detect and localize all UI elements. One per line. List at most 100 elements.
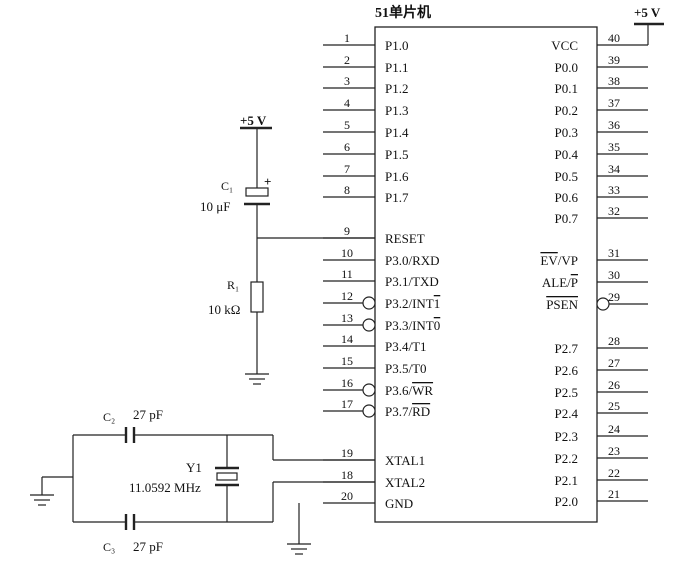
- pin-label: P2.0: [555, 494, 578, 509]
- inversion-bubble: [362, 383, 376, 397]
- pin-label: P3.5/T0: [385, 361, 427, 376]
- pin-number: 28: [608, 334, 620, 348]
- pin-label: P3.4/T1: [385, 339, 427, 354]
- capacitor-c2-value: 27 pF: [133, 407, 163, 422]
- pin-number: 31: [608, 246, 620, 260]
- pin-label: P2.7: [555, 341, 579, 356]
- capacitor-c1-ref: C₁: [221, 179, 233, 193]
- pin-number: 22: [608, 466, 620, 480]
- pin-label: P0.5: [555, 169, 578, 184]
- pin-label: P2.6: [555, 363, 579, 378]
- pin-number: 12: [341, 289, 353, 303]
- pin-label: P1.5: [385, 147, 408, 162]
- pin-number: 25: [608, 399, 620, 413]
- pin-label: P1.0: [385, 38, 408, 53]
- pin-number: 16: [341, 376, 353, 390]
- pin-label: P2.1: [555, 473, 578, 488]
- pin-label: P0.6: [555, 190, 579, 205]
- resistor-r1-ref: R₁: [227, 278, 239, 292]
- pin-number: 19: [341, 446, 353, 460]
- pin-label: P3.1/TXD: [385, 274, 439, 289]
- pin-label: P3.3/INT0: [385, 318, 440, 333]
- gnd-pin-wiring: [287, 503, 311, 555]
- pin-label: P0.2: [555, 103, 578, 118]
- pin-number: 29: [608, 290, 620, 304]
- pin-label: P1.7: [385, 190, 409, 205]
- reset-circuit: +5 V + C₁ 10 μF R₁ 10 kΩ: [200, 113, 375, 385]
- pin-number: 32: [608, 204, 620, 218]
- pin-label: GND: [385, 496, 413, 511]
- pin-label: P0.0: [555, 60, 578, 75]
- pin-number: 9: [344, 224, 350, 238]
- pin-number: 17: [341, 397, 353, 411]
- pin-number: 40: [608, 31, 620, 45]
- pin-number: 6: [344, 140, 350, 154]
- crystal-y1-ref: Y1: [186, 460, 202, 475]
- pin-number: 10: [341, 246, 353, 260]
- pin-number: 13: [341, 311, 353, 325]
- pin-label: P1.1: [385, 60, 408, 75]
- pin-label: VCC: [551, 38, 578, 53]
- pin-number: 33: [608, 183, 620, 197]
- inversion-bubble: [362, 404, 376, 418]
- pin-number: 11: [341, 267, 353, 281]
- pin-number: 15: [341, 354, 353, 368]
- inversion-bubble: [362, 318, 376, 332]
- pin-number: 36: [608, 118, 620, 132]
- pin-number: 24: [608, 422, 620, 436]
- pin-label: XTAL1: [385, 453, 425, 468]
- pin-label: P2.4: [555, 406, 579, 421]
- pin-number: 3: [344, 74, 350, 88]
- crystal-y1-value: 11.0592 MHz: [129, 480, 201, 495]
- inversion-bubble: [362, 296, 376, 310]
- pin-number: 5: [344, 118, 350, 132]
- capacitor-c1-value: 10 μF: [200, 199, 230, 214]
- inversion-bubble: [596, 297, 610, 311]
- pin-number: 35: [608, 140, 620, 154]
- pin-number: 7: [344, 162, 350, 176]
- chip-title: 51单片机: [375, 4, 431, 21]
- pin-number: 2: [344, 53, 350, 67]
- vcc-supply-symbol: +5 V: [634, 5, 664, 45]
- pin-number: 18: [341, 468, 353, 482]
- oscillator-circuit: C₂ 27 pF C₃ 27 pF Y1 11.0592 MHz: [30, 407, 375, 554]
- pin-label: PSEN: [546, 297, 578, 312]
- pin-label: P1.3: [385, 103, 408, 118]
- capacitor-c3-ref: C₃: [103, 540, 115, 554]
- pin-number: 30: [608, 268, 620, 282]
- gnd-ground-icon: [287, 543, 311, 555]
- pin-label: P0.1: [555, 81, 578, 96]
- resistor-r1-value: 10 kΩ: [208, 302, 240, 317]
- pin-label: P0.7: [555, 211, 579, 226]
